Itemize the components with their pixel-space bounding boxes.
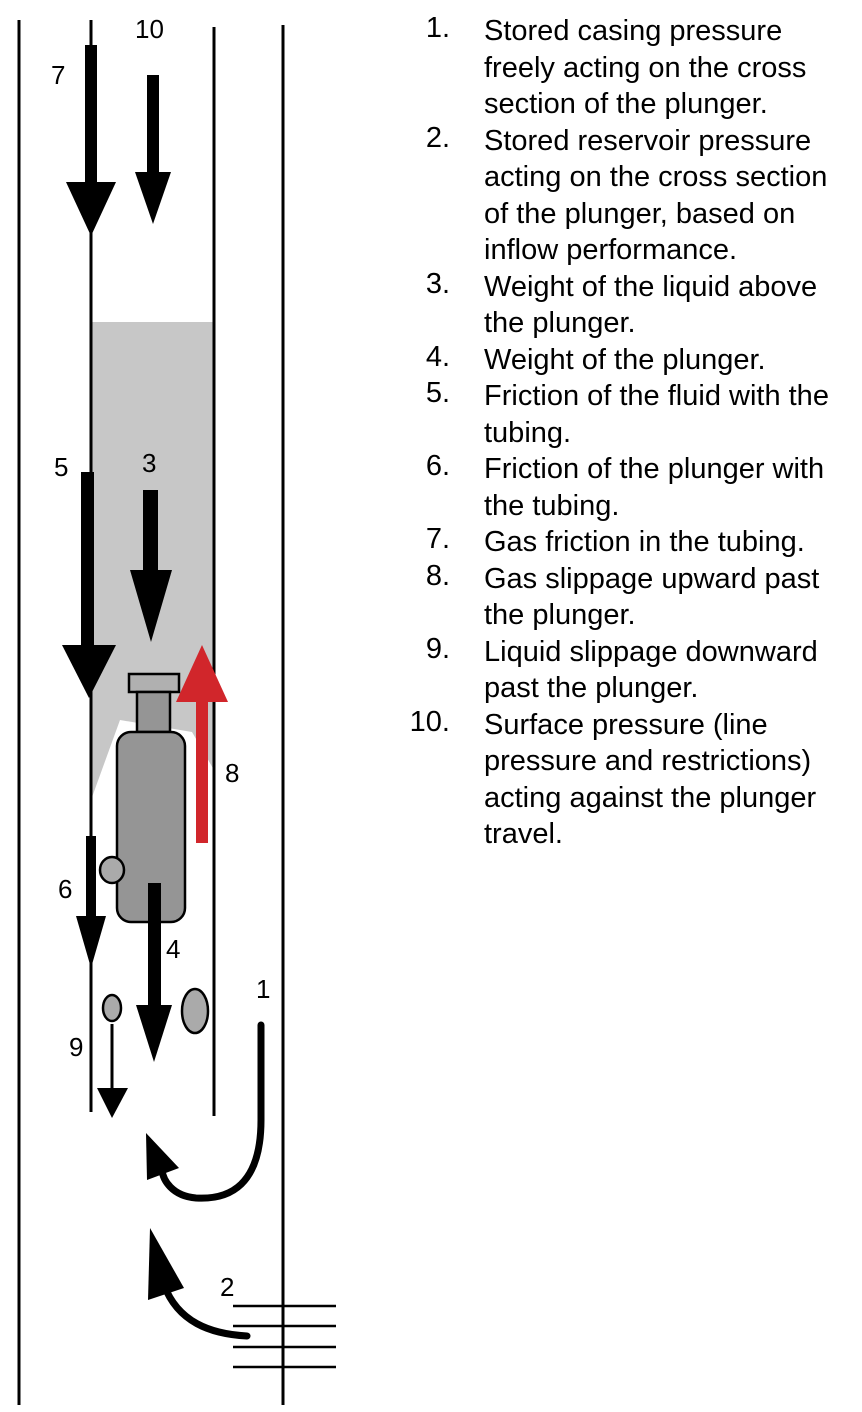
label-4: 4	[166, 934, 180, 964]
legend-item: 7. Gas friction in the tubing.	[398, 523, 856, 561]
arrow-5-fluid-friction	[62, 472, 116, 698]
label-3: 3	[142, 448, 156, 478]
plunger-neck	[135, 690, 172, 734]
arrow-6-plunger-friction	[76, 836, 106, 968]
legend-item-number: 8.	[425, 559, 450, 592]
legend-item-text: Stored reservoir pressure acting on the …	[484, 124, 828, 267]
legend-item: 6. Friction of the plunger with the tubi…	[398, 450, 856, 524]
legend-item-number: 10.	[409, 705, 450, 738]
legend-item-text: Stored casing pressure freely acting on …	[484, 15, 807, 120]
legend-item-text: Liquid slippage downward past the plunge…	[484, 635, 818, 705]
legend-item-text: Surface pressure (line pressure and rest…	[484, 708, 817, 851]
legend-item-text: Friction of the fluid with the tubing.	[484, 380, 829, 449]
label-8: 8	[225, 758, 239, 788]
legend-item: 1. Stored casing pressure freely acting …	[398, 12, 856, 123]
arrow-8-gas-slippage	[176, 645, 228, 843]
legend-item-number: 4.	[425, 340, 450, 373]
arrow-7-gas-friction	[66, 45, 116, 236]
legend-item: 8. Gas slippage upward past the plunger.	[398, 559, 856, 634]
legend-item: 3. Weight of the liquid above the plunge…	[398, 267, 856, 342]
legend-item-text: Weight of the plunger.	[484, 343, 766, 376]
plunger	[115, 672, 187, 924]
legend-item-number: 7.	[425, 523, 450, 555]
legend-item-number: 1.	[425, 12, 450, 44]
legend-item-text: Friction of the plunger with the tubing.	[484, 453, 825, 522]
legend-item-number: 2.	[425, 121, 450, 154]
label-1: 1	[256, 974, 270, 1004]
arrow-4-plunger-weight	[136, 883, 172, 1062]
legend-item-text: Gas friction in the tubing.	[484, 526, 805, 558]
legend-item-text: Gas slippage upward past the plunger.	[484, 562, 820, 632]
arrow-1-casing-pressure	[146, 1021, 265, 1202]
label-10: 10	[135, 14, 164, 44]
arrow-3-liquid-weight	[130, 490, 172, 642]
label-5: 5	[54, 452, 68, 482]
liquid-bubble	[101, 993, 123, 1023]
legend-item: 9. Liquid slippage downward past the plu…	[398, 632, 856, 707]
reservoir-perforation-lines	[233, 1304, 336, 1369]
plunger-well-diagram: 10 7 5 3 8 6 4 1 9 2	[17, 14, 336, 1405]
liquid-bubble	[98, 855, 126, 885]
forces-legend: 1. Stored casing pressure freely acting …	[398, 12, 856, 853]
legend-item-number: 6.	[425, 450, 450, 482]
legend-item-number: 9.	[425, 632, 450, 665]
label-6: 6	[58, 874, 72, 904]
label-2: 2	[220, 1272, 234, 1302]
legend-item: 5. Friction of the fluid with the tubing…	[398, 377, 856, 451]
label-9: 9	[69, 1032, 83, 1062]
arrow-2-reservoir-pressure	[148, 1228, 251, 1340]
legend-item: 10. Surface pressure (line pressure and …	[398, 705, 856, 853]
arrow-10-surface-pressure	[135, 75, 171, 224]
legend-item-number: 5.	[425, 377, 450, 409]
legend-item-number: 3.	[425, 267, 450, 300]
arrow-9-liquid-slippage	[97, 1024, 128, 1118]
plunger-cap	[127, 672, 181, 694]
legend-item: 2. Stored reservoir pressure acting on t…	[398, 121, 856, 269]
legend-item-text: Weight of the liquid above the plunger.	[484, 270, 818, 340]
liquid-bubble	[180, 987, 210, 1035]
label-7: 7	[51, 60, 65, 90]
legend-item: 4. Weight of the plunger.	[398, 340, 856, 379]
